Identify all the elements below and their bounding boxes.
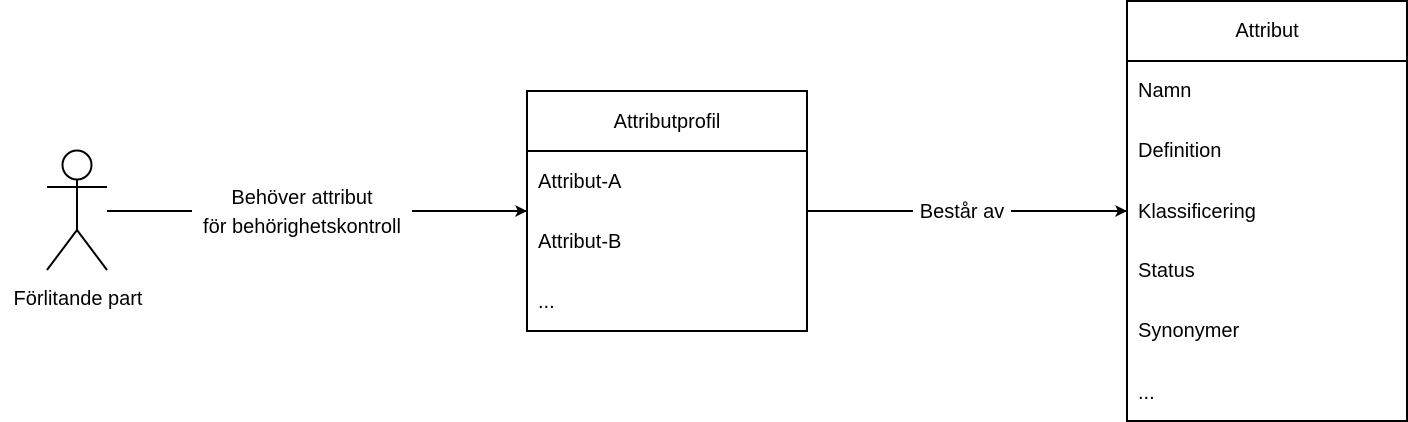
attribute-item: ... <box>1138 382 1155 404</box>
attribute-title: Attribut <box>1235 20 1299 42</box>
attribute-item: Klassificering <box>1138 201 1256 223</box>
actor-left-leg <box>46 229 78 271</box>
attribute-item: Namn <box>1138 80 1191 102</box>
actor-label: Förlitande part <box>14 288 143 310</box>
relying-party-actor[interactable] <box>46 149 108 271</box>
attribute-profile-frame <box>526 90 808 332</box>
actor-head <box>61 149 93 181</box>
needs-edge-label-line2: för behörighetskontroll <box>203 216 401 238</box>
attribute-box[interactable]: Attribut Namn Definition Klassificering … <box>1126 0 1408 422</box>
attribute-profile-item: Attribut-B <box>538 231 621 253</box>
consists-of-edge-label: Består av <box>920 201 1004 223</box>
attribute-profile-item: ... <box>538 291 555 313</box>
attribute-item: Definition <box>1138 140 1221 162</box>
attribute-item: Synonymer <box>1138 320 1239 342</box>
attribute-item: Status <box>1138 260 1195 282</box>
attribute-profile-title: Attributprofil <box>614 111 721 133</box>
attribute-profile-item: Attribut-A <box>538 171 622 193</box>
attribute-frame <box>1126 0 1408 422</box>
attribute-profile-box[interactable]: Attributprofil Attribut-A Attribut-B ... <box>526 90 808 332</box>
needs-edge-label-line1: Behöver attribut <box>231 187 373 209</box>
actor-right-leg <box>76 229 108 271</box>
